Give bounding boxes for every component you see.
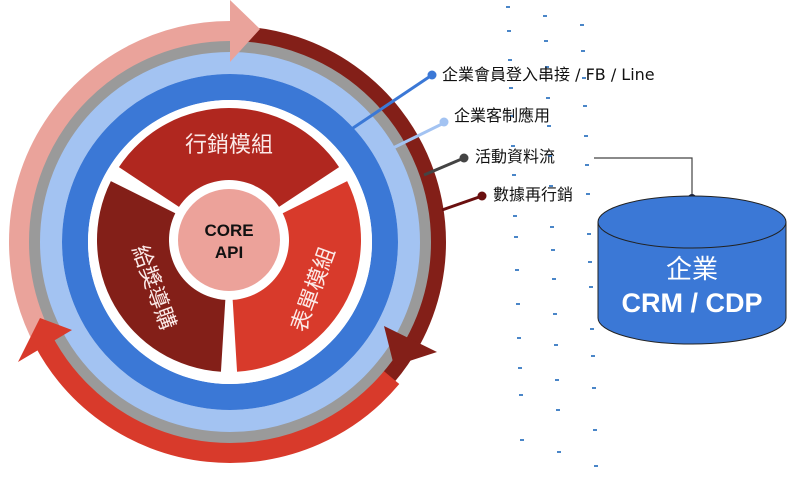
segment-marketing-label: 行銷模組 xyxy=(185,133,273,158)
callout-line xyxy=(352,73,433,130)
decorative-streak-head xyxy=(594,465,598,467)
decorative-streak-head xyxy=(507,30,511,32)
member-login-ring xyxy=(62,74,398,410)
decorative-streak-head xyxy=(593,429,597,431)
callout-remarketing: 數據再行銷 xyxy=(441,185,573,212)
decorative-streak-head xyxy=(556,409,560,411)
callout-custom-app: 企業客制應用 xyxy=(392,106,550,150)
decorative-streak-head xyxy=(552,278,556,280)
decorative-streak-head xyxy=(543,15,547,17)
callout-member-login-text: 企業會員登入串接 / FB / Line xyxy=(442,65,655,84)
remarketing-ring xyxy=(236,26,446,395)
callout-dot xyxy=(477,191,487,201)
decorative-streak-head xyxy=(590,328,594,330)
decorative-streak-head xyxy=(591,355,595,357)
decorative-streak-head xyxy=(510,115,514,117)
decorative-streak-head xyxy=(587,233,591,235)
decorative-streak-head xyxy=(550,226,554,228)
top-arrow-arc xyxy=(9,21,231,346)
database-top xyxy=(597,195,787,249)
decorative-streak-head xyxy=(509,87,513,89)
bottom-arrow-arc xyxy=(34,335,400,463)
decorative-streak-head xyxy=(517,337,521,339)
decorative-streak-head xyxy=(551,249,555,251)
callout-dot xyxy=(427,70,437,80)
decorative-streak-head xyxy=(581,50,585,52)
decorative-streak-head xyxy=(544,40,548,42)
decorative-streak-head xyxy=(547,125,551,127)
callout-dot xyxy=(439,117,449,127)
decorative-streak-head xyxy=(514,236,518,238)
segment-rewards[interactable] xyxy=(97,181,226,372)
callout-dot xyxy=(459,153,469,163)
decorative-streak-head xyxy=(592,387,596,389)
decorative-streaks xyxy=(468,6,598,467)
decorative-streak-head xyxy=(548,155,552,157)
top-arrow-head xyxy=(230,0,260,62)
decorative-streak-head xyxy=(586,193,590,195)
right-arrow-head xyxy=(384,326,437,366)
callout-line xyxy=(423,156,465,177)
database-label-line2: CRM / CDP xyxy=(622,288,763,318)
decorative-streak-head xyxy=(585,164,589,166)
decorative-streak-head xyxy=(516,303,520,305)
segment-marketing[interactable] xyxy=(118,107,340,207)
decorative-streak-head xyxy=(512,174,516,176)
decorative-streak-head xyxy=(553,313,557,315)
decorative-streak-head xyxy=(588,261,592,263)
module-segments: 行銷模組 表單模組 給獎導購 xyxy=(97,107,362,372)
database-label-line1: 企業 xyxy=(666,255,718,285)
decorative-streak-head xyxy=(546,97,550,99)
decorative-streak-head xyxy=(583,105,587,107)
decorative-streak-head xyxy=(554,344,558,346)
decorative-streak-head xyxy=(557,451,561,453)
callout-line xyxy=(392,121,445,150)
decorative-streak-head xyxy=(584,135,588,137)
decorative-streak-head xyxy=(506,6,510,8)
decorative-streak-head xyxy=(511,145,515,147)
decorative-streak-head xyxy=(582,77,586,79)
core-label-line1: CORE xyxy=(204,221,253,240)
bottom-left-arrow-head xyxy=(18,318,72,362)
decorative-streak-head xyxy=(589,286,593,288)
decorative-streak-head xyxy=(580,24,584,26)
callout-member-login: 企業會員登入串接 / FB / Line xyxy=(352,65,655,130)
core-label-line2: API xyxy=(215,243,243,262)
decorative-streak-head xyxy=(508,59,512,61)
segment-forms[interactable] xyxy=(232,181,362,372)
decorative-streak-head xyxy=(555,379,559,381)
decorative-streak-head xyxy=(549,185,553,187)
callout-line xyxy=(441,194,483,212)
database-body xyxy=(597,221,787,345)
callout-custom-app-text: 企業客制應用 xyxy=(454,106,550,125)
callout-remarketing-text: 數據再行銷 xyxy=(493,185,573,204)
decorative-streak-head xyxy=(513,215,517,217)
decorative-streak-head xyxy=(515,269,519,271)
db-connector-line xyxy=(594,157,693,197)
callout-activity-stream-text: 活動資料流 xyxy=(475,147,555,166)
decorative-streak-head xyxy=(519,394,523,396)
decorative-streak-head xyxy=(520,439,524,441)
callout-activity-stream: 活動資料流 xyxy=(423,147,696,202)
crm-cdp-database[interactable]: 企業 CRM / CDP xyxy=(597,195,787,345)
decorative-streak-head xyxy=(518,367,522,369)
core-circle[interactable] xyxy=(178,189,280,291)
custom-app-ring xyxy=(40,52,420,432)
decorative-streak-head xyxy=(545,66,549,68)
